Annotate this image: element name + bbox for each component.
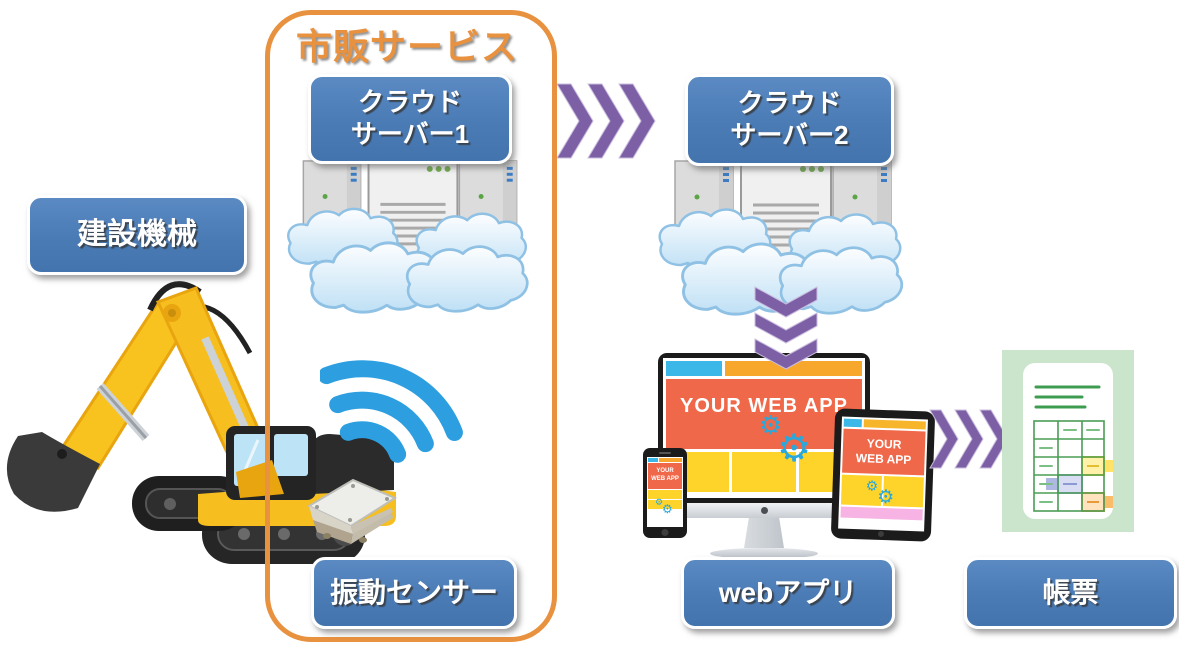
web-app-label: webアプリ bbox=[718, 576, 858, 608]
report-table-icon bbox=[1002, 350, 1134, 532]
web-app-node: webアプリ bbox=[681, 557, 895, 629]
screen-header bbox=[666, 361, 862, 376]
tablet-screen-text-line1: YOUR bbox=[866, 436, 902, 452]
gear-icon: ⚙ bbox=[876, 486, 895, 509]
brand-logo-icon bbox=[760, 507, 768, 514]
monitor-base bbox=[710, 548, 818, 559]
cloud-server2-label-line2: サーバー2 bbox=[730, 120, 849, 150]
responsive-devices-icon: YOUR WEB APP ⚙ ⚙ bbox=[638, 345, 940, 559]
phone-screen-text-line2: WEB APP bbox=[651, 476, 679, 482]
vibration-sensor-node: 振動センサー bbox=[311, 557, 517, 629]
screen-tile bbox=[732, 452, 796, 492]
tablet-home-button bbox=[877, 530, 885, 538]
phone-screen: YOUR WEB APP ⚙ ⚙ bbox=[647, 457, 683, 527]
screen-hero-block: YOUR WEB APP bbox=[648, 463, 682, 489]
screen-logo-block bbox=[666, 361, 722, 376]
wifi-signal-icon bbox=[320, 360, 463, 463]
cloud-server2-label-line1: クラウド bbox=[737, 88, 842, 119]
commercial-service-title: 市販サービス bbox=[296, 26, 519, 67]
screen-tile bbox=[648, 500, 682, 509]
report-content bbox=[1033, 385, 1115, 512]
screen-logo-block bbox=[648, 458, 658, 462]
screen-hero-block: YOUR WEB APP bbox=[842, 428, 926, 476]
screen-header bbox=[843, 418, 926, 430]
screen-nav-bar bbox=[725, 361, 862, 376]
screen-header bbox=[648, 458, 682, 462]
construction-machine-node: 建設機械 bbox=[27, 195, 247, 275]
cloud-server-icon bbox=[287, 157, 529, 314]
report-label: 帳票 bbox=[1042, 576, 1099, 608]
phone-home-button bbox=[661, 529, 669, 536]
tablet: YOUR WEB APP ⚙ ⚙ bbox=[830, 408, 936, 542]
monitor-stand bbox=[744, 518, 784, 548]
report-sheet bbox=[1023, 363, 1115, 519]
cloud-server1-label-line2: サーバー1 bbox=[350, 119, 470, 149]
screen-hero-block: YOUR WEB APP bbox=[666, 379, 862, 449]
smartphone: YOUR WEB APP ⚙ ⚙ bbox=[643, 448, 687, 538]
construction-machine-label: 建設機械 bbox=[77, 217, 197, 251]
cloud-server1-node: クラウド サーバー1 bbox=[308, 74, 512, 164]
tablet-screen: YOUR WEB APP ⚙ ⚙ bbox=[838, 416, 928, 532]
cloud-server-icon bbox=[658, 157, 904, 316]
screen-nav-bar bbox=[863, 419, 926, 430]
gear-icon: ⚙ bbox=[662, 502, 673, 516]
gear-icon: ⚙ bbox=[655, 497, 664, 507]
report-node: 帳票 bbox=[964, 557, 1177, 629]
phone-screen-text-line1: YOUR bbox=[656, 468, 674, 475]
monitor-chin bbox=[658, 503, 870, 518]
screen-tile bbox=[648, 490, 682, 499]
monitor-screen-text: YOUR WEB APP bbox=[680, 395, 848, 417]
vibration-sensor-label: 振動センサー bbox=[329, 576, 498, 608]
sensor-box-icon bbox=[306, 478, 398, 544]
tablet-screen-text-line2: WEB APP bbox=[855, 451, 912, 467]
screen-nav-bar bbox=[659, 458, 682, 462]
cloud-server2-node: クラウド サーバー2 bbox=[685, 74, 894, 166]
cloud-server1-label-line1: クラウド bbox=[357, 87, 462, 118]
excavator-icon bbox=[6, 281, 396, 564]
arrow-webapp-to-report-icon bbox=[929, 409, 1007, 469]
phone-speaker bbox=[659, 452, 671, 454]
monitor-screen: YOUR WEB APP ⚙ ⚙ bbox=[663, 358, 865, 498]
arrow-cloud2-to-webapp-icon bbox=[754, 286, 818, 370]
screen-logo-block bbox=[843, 418, 862, 428]
arrow-cloud1-to-cloud2-icon bbox=[556, 83, 656, 159]
